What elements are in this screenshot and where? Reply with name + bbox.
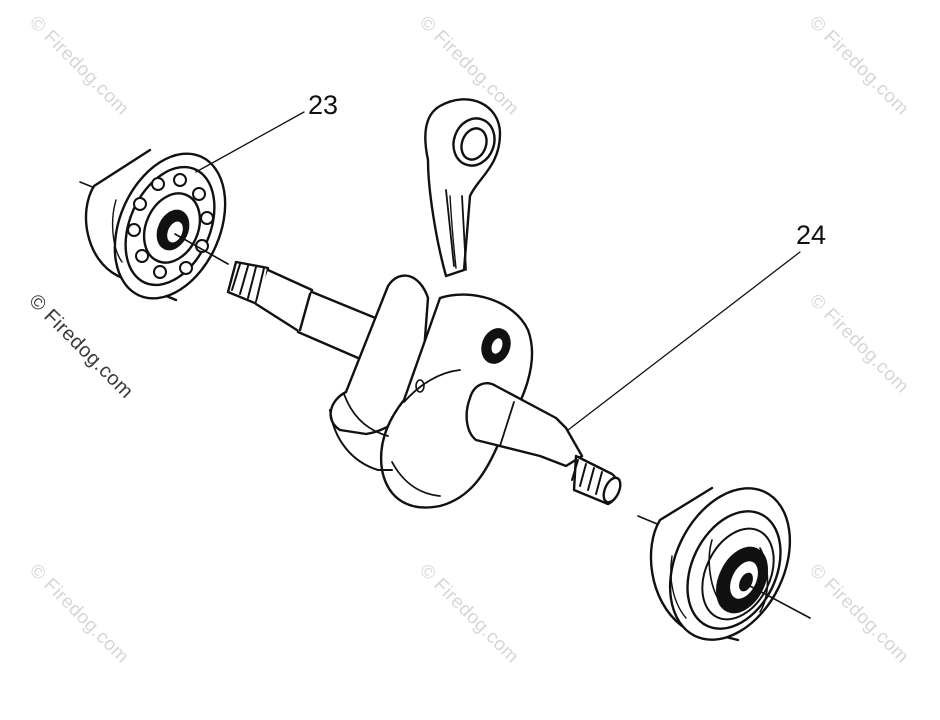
- leader-line-24: [567, 251, 801, 431]
- callout-23: 23: [308, 90, 339, 120]
- bearing-right-icon: [637, 486, 811, 642]
- callout-24: 24: [796, 220, 827, 250]
- leader-line-23: [195, 111, 305, 173]
- bearing-left-icon: [79, 148, 229, 302]
- crankshaft-icon: [226, 98, 622, 509]
